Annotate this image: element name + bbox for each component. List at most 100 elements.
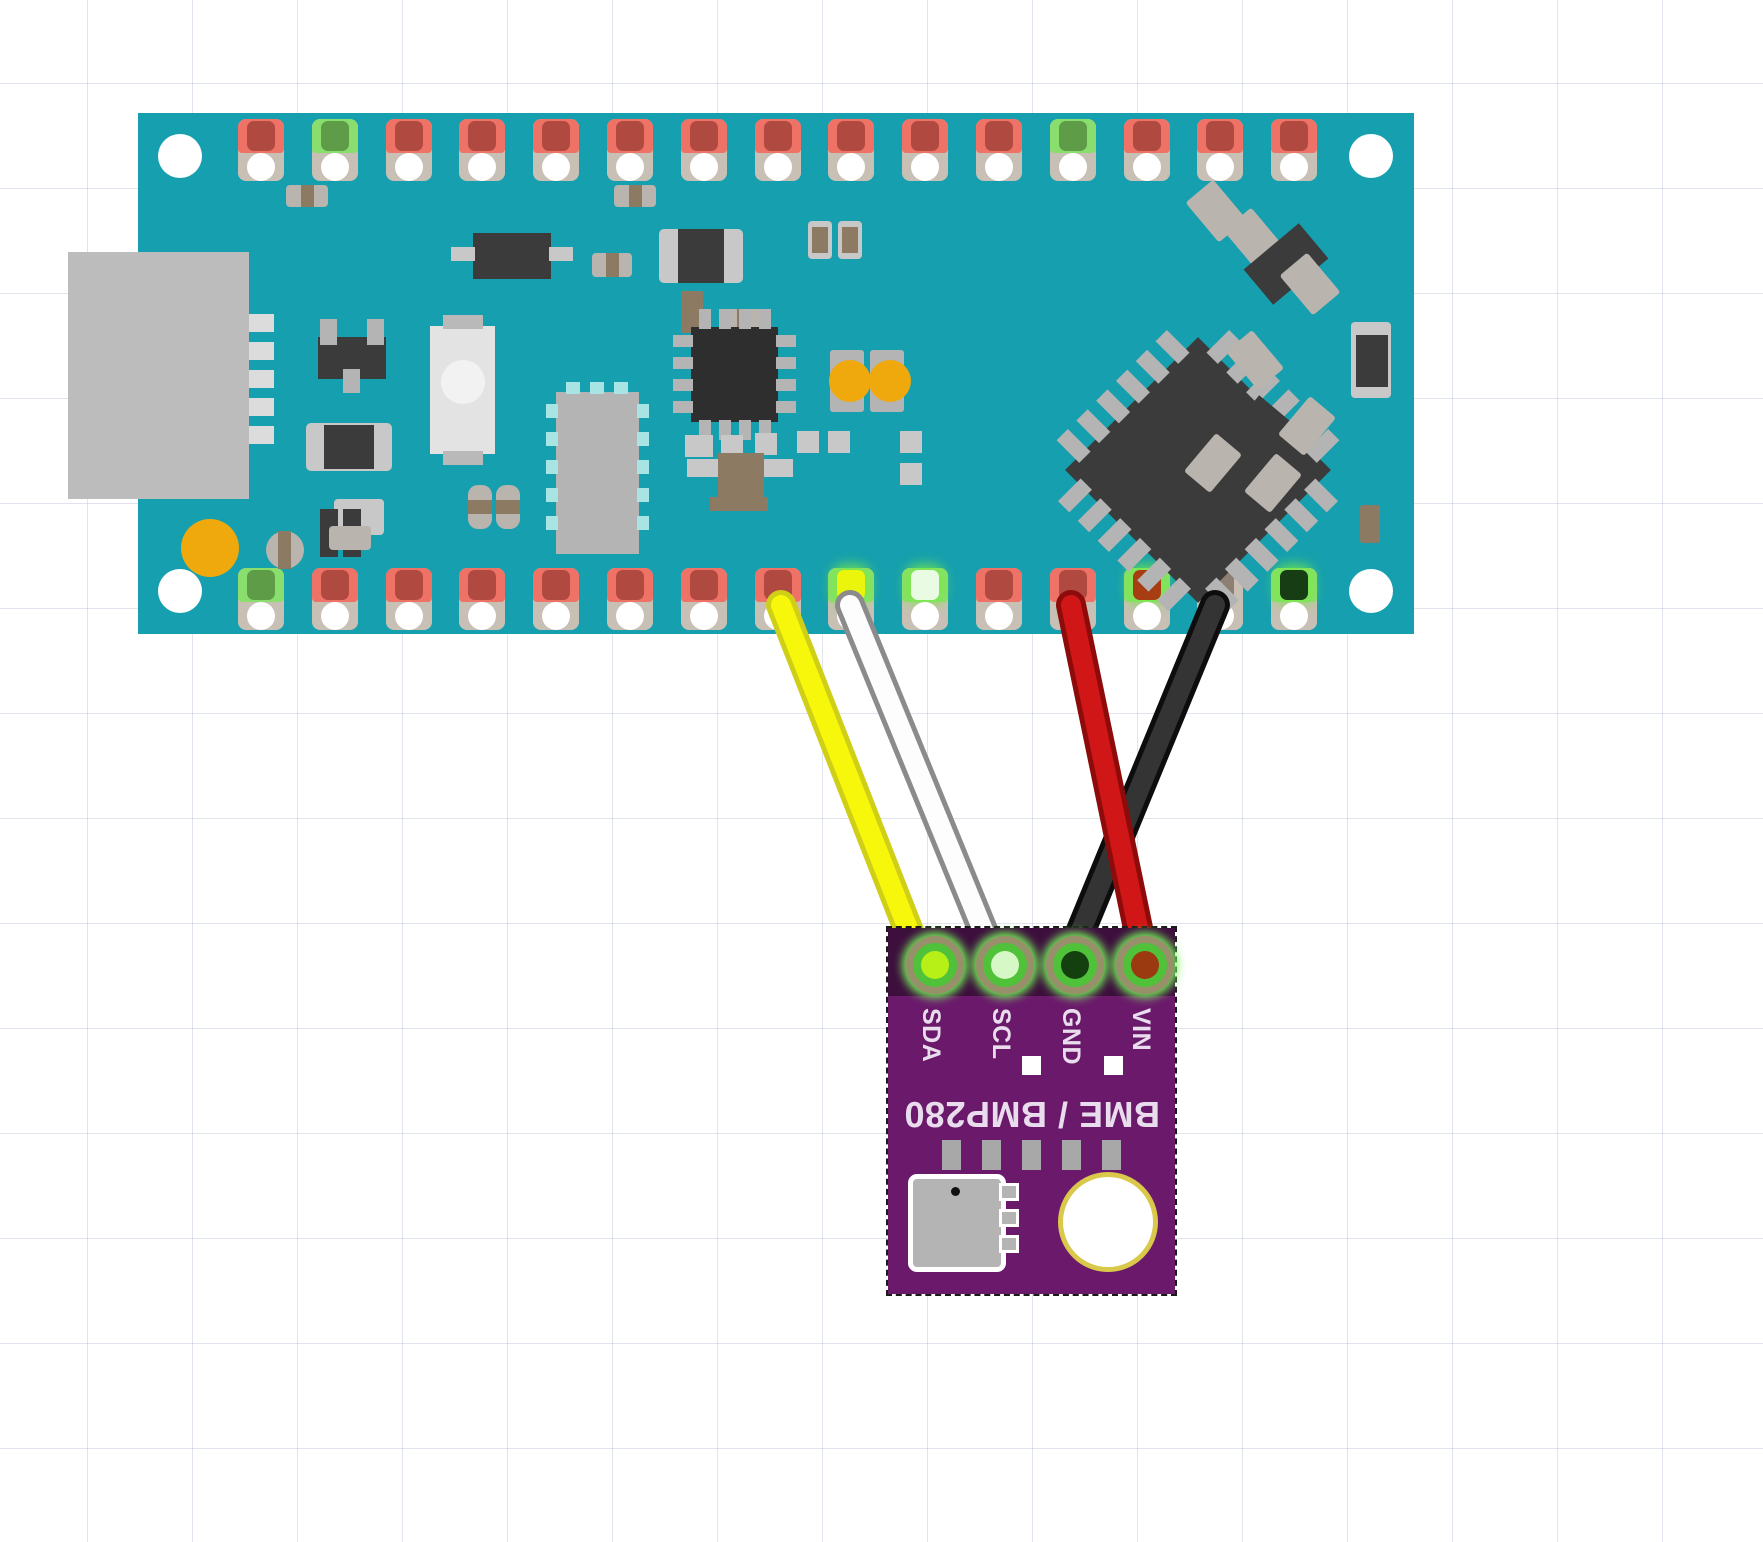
scl-wire-outline	[835, 590, 1011, 977]
header-top-pin-3[interactable]	[385, 119, 432, 181]
header-top-pin-4[interactable]	[459, 119, 506, 181]
pin-hole	[320, 602, 349, 630]
header-bottom-pin-3[interactable]	[385, 568, 432, 630]
pin-contact	[985, 121, 1013, 151]
pin-contact	[247, 570, 275, 600]
header-bottom-pin-6[interactable]	[607, 568, 653, 630]
sensor-label-vin: VIN	[1127, 1008, 1155, 1052]
pin-hole	[1132, 602, 1161, 630]
usb-pad	[249, 314, 274, 332]
smd-resistor	[592, 253, 632, 277]
silk-pad-marker	[1102, 1140, 1121, 1170]
header-bottom-pin-15-connected[interactable]	[1271, 568, 1318, 630]
usb-pad	[249, 342, 274, 360]
header-top-pin-9[interactable]	[828, 119, 875, 181]
sda-wire[interactable]	[771, 595, 931, 972]
bme280-sensor-module[interactable]: SDA SCL GND VIN BME / BMP280	[886, 926, 1177, 1296]
header-bottom-pin-9-connected[interactable]	[828, 568, 875, 630]
header-top-pin-12[interactable]	[1049, 119, 1096, 181]
smd-resistor	[842, 227, 858, 253]
pin-hole	[1058, 602, 1087, 630]
smd-pad	[755, 433, 777, 455]
header-top-pin-1[interactable]	[238, 119, 284, 181]
header-bottom-pin-2[interactable]	[311, 568, 358, 630]
pin-hole	[1280, 153, 1309, 181]
header-bottom-pin-11[interactable]	[976, 568, 1022, 630]
electrolytic-capacitor	[181, 519, 239, 577]
smd-capacitor	[324, 425, 374, 469]
smd-pad	[900, 431, 922, 453]
header-top-pin-15[interactable]	[1271, 119, 1318, 181]
smd-pad	[451, 247, 475, 261]
pin-hole	[763, 153, 792, 181]
silk-square-marker	[1022, 1056, 1041, 1075]
smd-resistor	[496, 485, 520, 529]
pin-hole	[616, 602, 644, 630]
smd-chip	[1356, 335, 1388, 387]
header-top-pin-13[interactable]	[1123, 119, 1170, 181]
smd-diode	[473, 233, 551, 279]
sensor-pad-vin[interactable]	[1116, 936, 1174, 994]
header-top	[138, 119, 1414, 183]
silk-pad-marker	[1022, 1140, 1041, 1170]
smd-pad	[549, 247, 573, 261]
pin-hole	[1280, 602, 1309, 630]
pin-hole	[985, 153, 1013, 181]
silk-square-marker	[1104, 1056, 1123, 1075]
pin-hole	[394, 602, 423, 630]
smd-resistor	[286, 185, 328, 207]
header-top-pin-7[interactable]	[680, 119, 727, 181]
header-top-pin-8[interactable]	[754, 119, 801, 181]
scl-wire[interactable]	[840, 595, 1006, 972]
silk-pad-marker	[942, 1140, 961, 1170]
smd-resistor	[1360, 505, 1380, 543]
pin-contact	[763, 121, 792, 151]
tantalum-capacitor	[829, 360, 871, 402]
header-top-pin-14[interactable]	[1197, 119, 1244, 181]
header-bottom-pin-4[interactable]	[459, 568, 506, 630]
vcc-wire[interactable]	[1061, 595, 1155, 972]
smd-resistor	[266, 531, 304, 569]
gnd-wire[interactable]	[1058, 595, 1225, 972]
smd-lead	[320, 319, 337, 345]
pin-contact	[394, 570, 423, 600]
pin-hole	[542, 153, 571, 181]
smd-pad	[721, 435, 743, 457]
pin-hole	[689, 602, 718, 630]
header-top-pin-11[interactable]	[976, 119, 1022, 181]
sensor-label-gnd: GND	[1057, 1008, 1085, 1066]
mounting-hole-bottom-left	[158, 569, 202, 613]
pin-contact	[911, 121, 940, 151]
pin-contact	[468, 570, 497, 600]
pin-contact	[394, 121, 423, 151]
sensor-label-scl: SCL	[987, 1008, 1015, 1060]
smd-lead	[367, 319, 384, 345]
sensor-pad-sda[interactable]	[906, 936, 964, 994]
header-bottom-pin-8[interactable]	[754, 568, 801, 630]
header-bottom-pin-1[interactable]	[238, 568, 284, 630]
header-bottom-pin-5[interactable]	[533, 568, 580, 630]
header-bottom-pin-12[interactable]	[1049, 568, 1096, 630]
sensor-board-title: BME / BMP280	[903, 1094, 1161, 1135]
smd-resistor	[812, 227, 828, 253]
sensor-pad-scl[interactable]	[976, 936, 1034, 994]
pin-hole	[616, 153, 644, 181]
smd-resistor	[329, 526, 371, 550]
pin-hole	[837, 602, 866, 630]
soic-chip	[546, 382, 649, 554]
header-top-pin-10[interactable]	[902, 119, 949, 181]
bme280-chip	[908, 1174, 1019, 1272]
header-bottom-pin-7[interactable]	[680, 568, 727, 630]
usb-connector	[68, 252, 274, 499]
sensor-pad-gnd[interactable]	[1046, 936, 1104, 994]
header-top-pin-2[interactable]	[311, 119, 358, 181]
pin-contact	[689, 570, 718, 600]
header-top-pin-5[interactable]	[533, 119, 580, 181]
pin-hole	[837, 153, 866, 181]
arduino-nano-board[interactable]	[68, 113, 1414, 634]
smd-resistor	[614, 185, 656, 207]
crystal	[718, 453, 764, 497]
header-bottom-pin-10-connected[interactable]	[902, 568, 949, 630]
header-top-pin-6[interactable]	[607, 119, 653, 181]
pin-hole	[542, 602, 571, 630]
